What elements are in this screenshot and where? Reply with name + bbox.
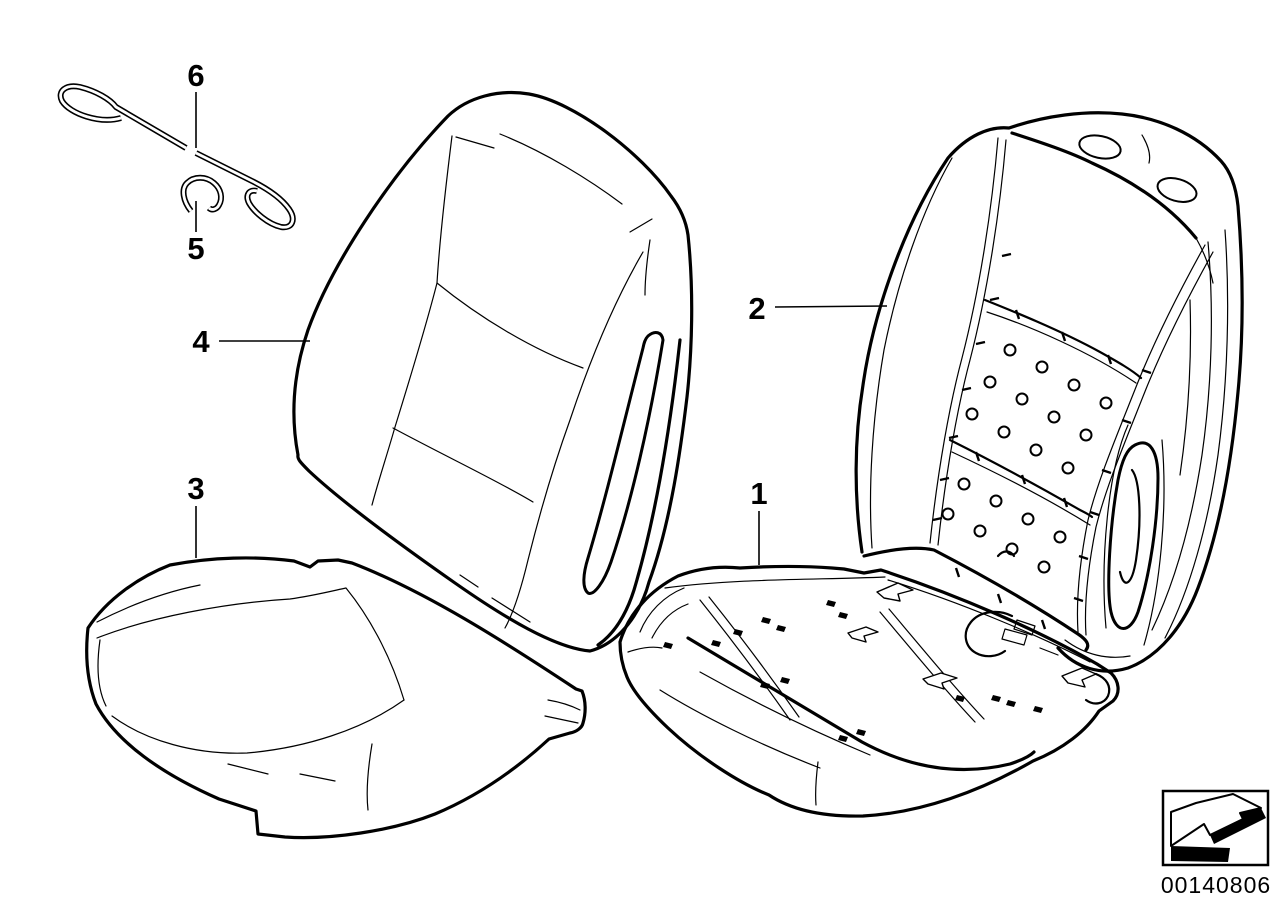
- bolster-fold-lines: [627, 646, 871, 806]
- callout-6-label[interactable]: 6: [187, 58, 204, 93]
- backrest-pad-crown-edge: [1010, 131, 1198, 240]
- backrest-cover-side-fold: [596, 338, 682, 647]
- right-bolster-recess: [1107, 441, 1160, 630]
- cushion-cover-fold-marks: [227, 743, 373, 811]
- backrest-pad-seam-lower: [948, 438, 1094, 519]
- pan-bracket-mid: [847, 626, 879, 643]
- retaining-wire-drawing: [57, 83, 296, 231]
- cushion-pad-bolster-edge: [686, 636, 1036, 772]
- fastening-tick-marks: [932, 252, 1152, 630]
- backrest-pad-hook-mark: [996, 550, 1016, 558]
- backrest-cover-bolster-slot: [582, 331, 665, 595]
- backrest-cover-drawing: [292, 90, 694, 653]
- backrest-pad-outline: [854, 111, 1244, 673]
- callout-2-leader: [774, 305, 888, 308]
- retaining-wire-outline: [57, 83, 296, 231]
- backrest-cover-mid-seam-upper: [436, 282, 584, 369]
- backrest-pad-seam-lower-echo: [951, 451, 1091, 526]
- callout-2[interactable]: 2: [748, 291, 888, 326]
- cushion-pad-rim-lines: [664, 576, 1091, 663]
- callout-3[interactable]: 3: [187, 471, 205, 558]
- backrest-pad-crown-lines: [1141, 134, 1214, 284]
- right-bolster-recess-detail: [1118, 468, 1141, 584]
- retaining-clip-inner: [182, 176, 223, 212]
- right-bolster-contours: [1064, 229, 1229, 658]
- backrest-pad-bottom-edge: [862, 546, 1090, 652]
- pan-corner-hook: [1084, 672, 1111, 705]
- headrest-guide-hole-left: [1078, 134, 1122, 160]
- direction-arrow-icon: [1170, 793, 1266, 862]
- pan-bracket-rear: [876, 582, 914, 602]
- backrest-cover-outline: [292, 90, 694, 653]
- backrest-pad-seam-upper: [983, 298, 1143, 380]
- retaining-clip-drawing: [180, 174, 225, 213]
- cushion-cover-outline: [85, 556, 587, 840]
- backrest-pad-left-bolster-seam: [869, 137, 1007, 549]
- pan-u-bracket: [964, 610, 1014, 658]
- retaining-wire-inner: [59, 84, 295, 229]
- callout-1[interactable]: 1: [750, 476, 768, 565]
- image-number: 00140806: [1161, 872, 1271, 898]
- heating-mat-holes: [941, 343, 1113, 574]
- pan-bracket-front: [922, 672, 958, 690]
- headrest-guide-hole-right: [1156, 177, 1198, 203]
- callout-5[interactable]: 5: [187, 201, 205, 266]
- callout-2-label[interactable]: 2: [748, 291, 765, 326]
- cushion-cover-top-seams: [96, 584, 405, 701]
- backrest-cover-mid-seam-lower: [392, 427, 534, 503]
- cushion-pad-outline: [618, 564, 1120, 818]
- footer-stamp: 00140806: [1161, 789, 1271, 898]
- callout-1-label[interactable]: 1: [750, 476, 767, 511]
- callout-5-label[interactable]: 5: [187, 231, 204, 266]
- backrest-cover-fold-lines: [459, 574, 531, 623]
- callout-4-label[interactable]: 4: [192, 324, 210, 359]
- callout-4[interactable]: 4: [192, 324, 310, 359]
- pan-bracket-corner: [1061, 667, 1097, 688]
- cushion-pad-corner-contours: [639, 587, 689, 639]
- seat-cushion-pad-frame-drawing: [618, 564, 1120, 818]
- callout-6[interactable]: 6: [187, 58, 205, 148]
- cushion-cover-front-seam: [97, 639, 405, 754]
- seat-cushion-cover-drawing: [85, 556, 587, 840]
- seat-pan-wires: [699, 596, 985, 723]
- backrest-cover-headrest-seams: [455, 133, 653, 296]
- backrest-pad-seam-upper-echo: [986, 311, 1137, 384]
- backrest-pad-drawing: [854, 111, 1244, 673]
- backrest-cover-center-seam: [371, 135, 453, 506]
- cushion-cover-side-tab-lines: [544, 699, 581, 724]
- callout-3-label[interactable]: 3: [187, 471, 204, 506]
- pan-u-bracket-slots: [1001, 619, 1059, 656]
- backrest-cover-bolster-seam: [504, 251, 644, 629]
- backrest-pad-right-panel-seam: [1076, 244, 1214, 636]
- hog-ring-clips: [663, 600, 1043, 742]
